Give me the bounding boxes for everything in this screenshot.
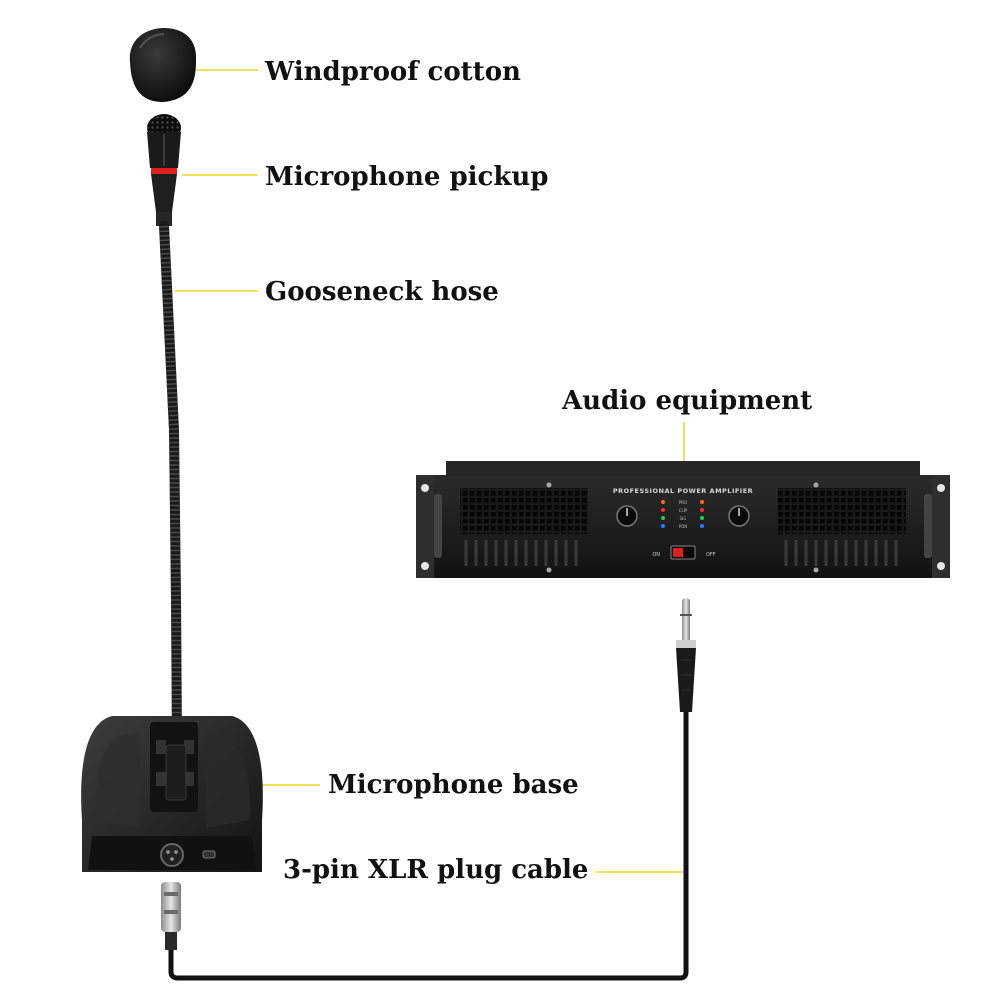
amp-indicator-leds bbox=[661, 500, 704, 528]
amp-vent-left bbox=[460, 488, 588, 534]
usb-port-icon bbox=[202, 850, 216, 859]
amp-switch-on: ON bbox=[652, 552, 660, 558]
xlr-plug-cable bbox=[161, 710, 689, 981]
gooseneck-hose bbox=[159, 221, 182, 750]
label-microphone-base: Microphone base bbox=[328, 770, 579, 800]
amp-led-label-3: SIG bbox=[680, 516, 687, 521]
amp-brand-text: PROFESSIONAL POWER AMPLIFIER bbox=[613, 487, 753, 495]
windproof-cotton bbox=[129, 28, 197, 102]
microphone-pickup bbox=[147, 114, 181, 226]
label-gooseneck-hose: Gooseneck hose bbox=[265, 277, 499, 307]
label-microphone-pickup: Microphone pickup bbox=[265, 162, 549, 192]
jack-plug bbox=[676, 598, 696, 712]
pickup-red-ring bbox=[151, 168, 177, 174]
amp-led-label-4: PON bbox=[679, 524, 688, 529]
label-xlr-cable: 3-pin XLR plug cable bbox=[283, 855, 589, 885]
microphone-base bbox=[81, 716, 263, 872]
label-audio-equipment: Audio equipment bbox=[562, 386, 813, 416]
amp-led-label-2: CLIP bbox=[679, 508, 688, 513]
power-amplifier: PROFESSIONAL POWER AMPLIFIER PRO CLIP SI… bbox=[416, 461, 950, 578]
label-windproof-cotton: Windproof cotton bbox=[265, 57, 521, 87]
amp-led-label-1: PRO bbox=[679, 500, 687, 505]
xlr-socket-icon bbox=[160, 843, 184, 867]
amp-switch-off: OFF bbox=[706, 552, 716, 558]
amp-vent-right bbox=[778, 488, 906, 534]
